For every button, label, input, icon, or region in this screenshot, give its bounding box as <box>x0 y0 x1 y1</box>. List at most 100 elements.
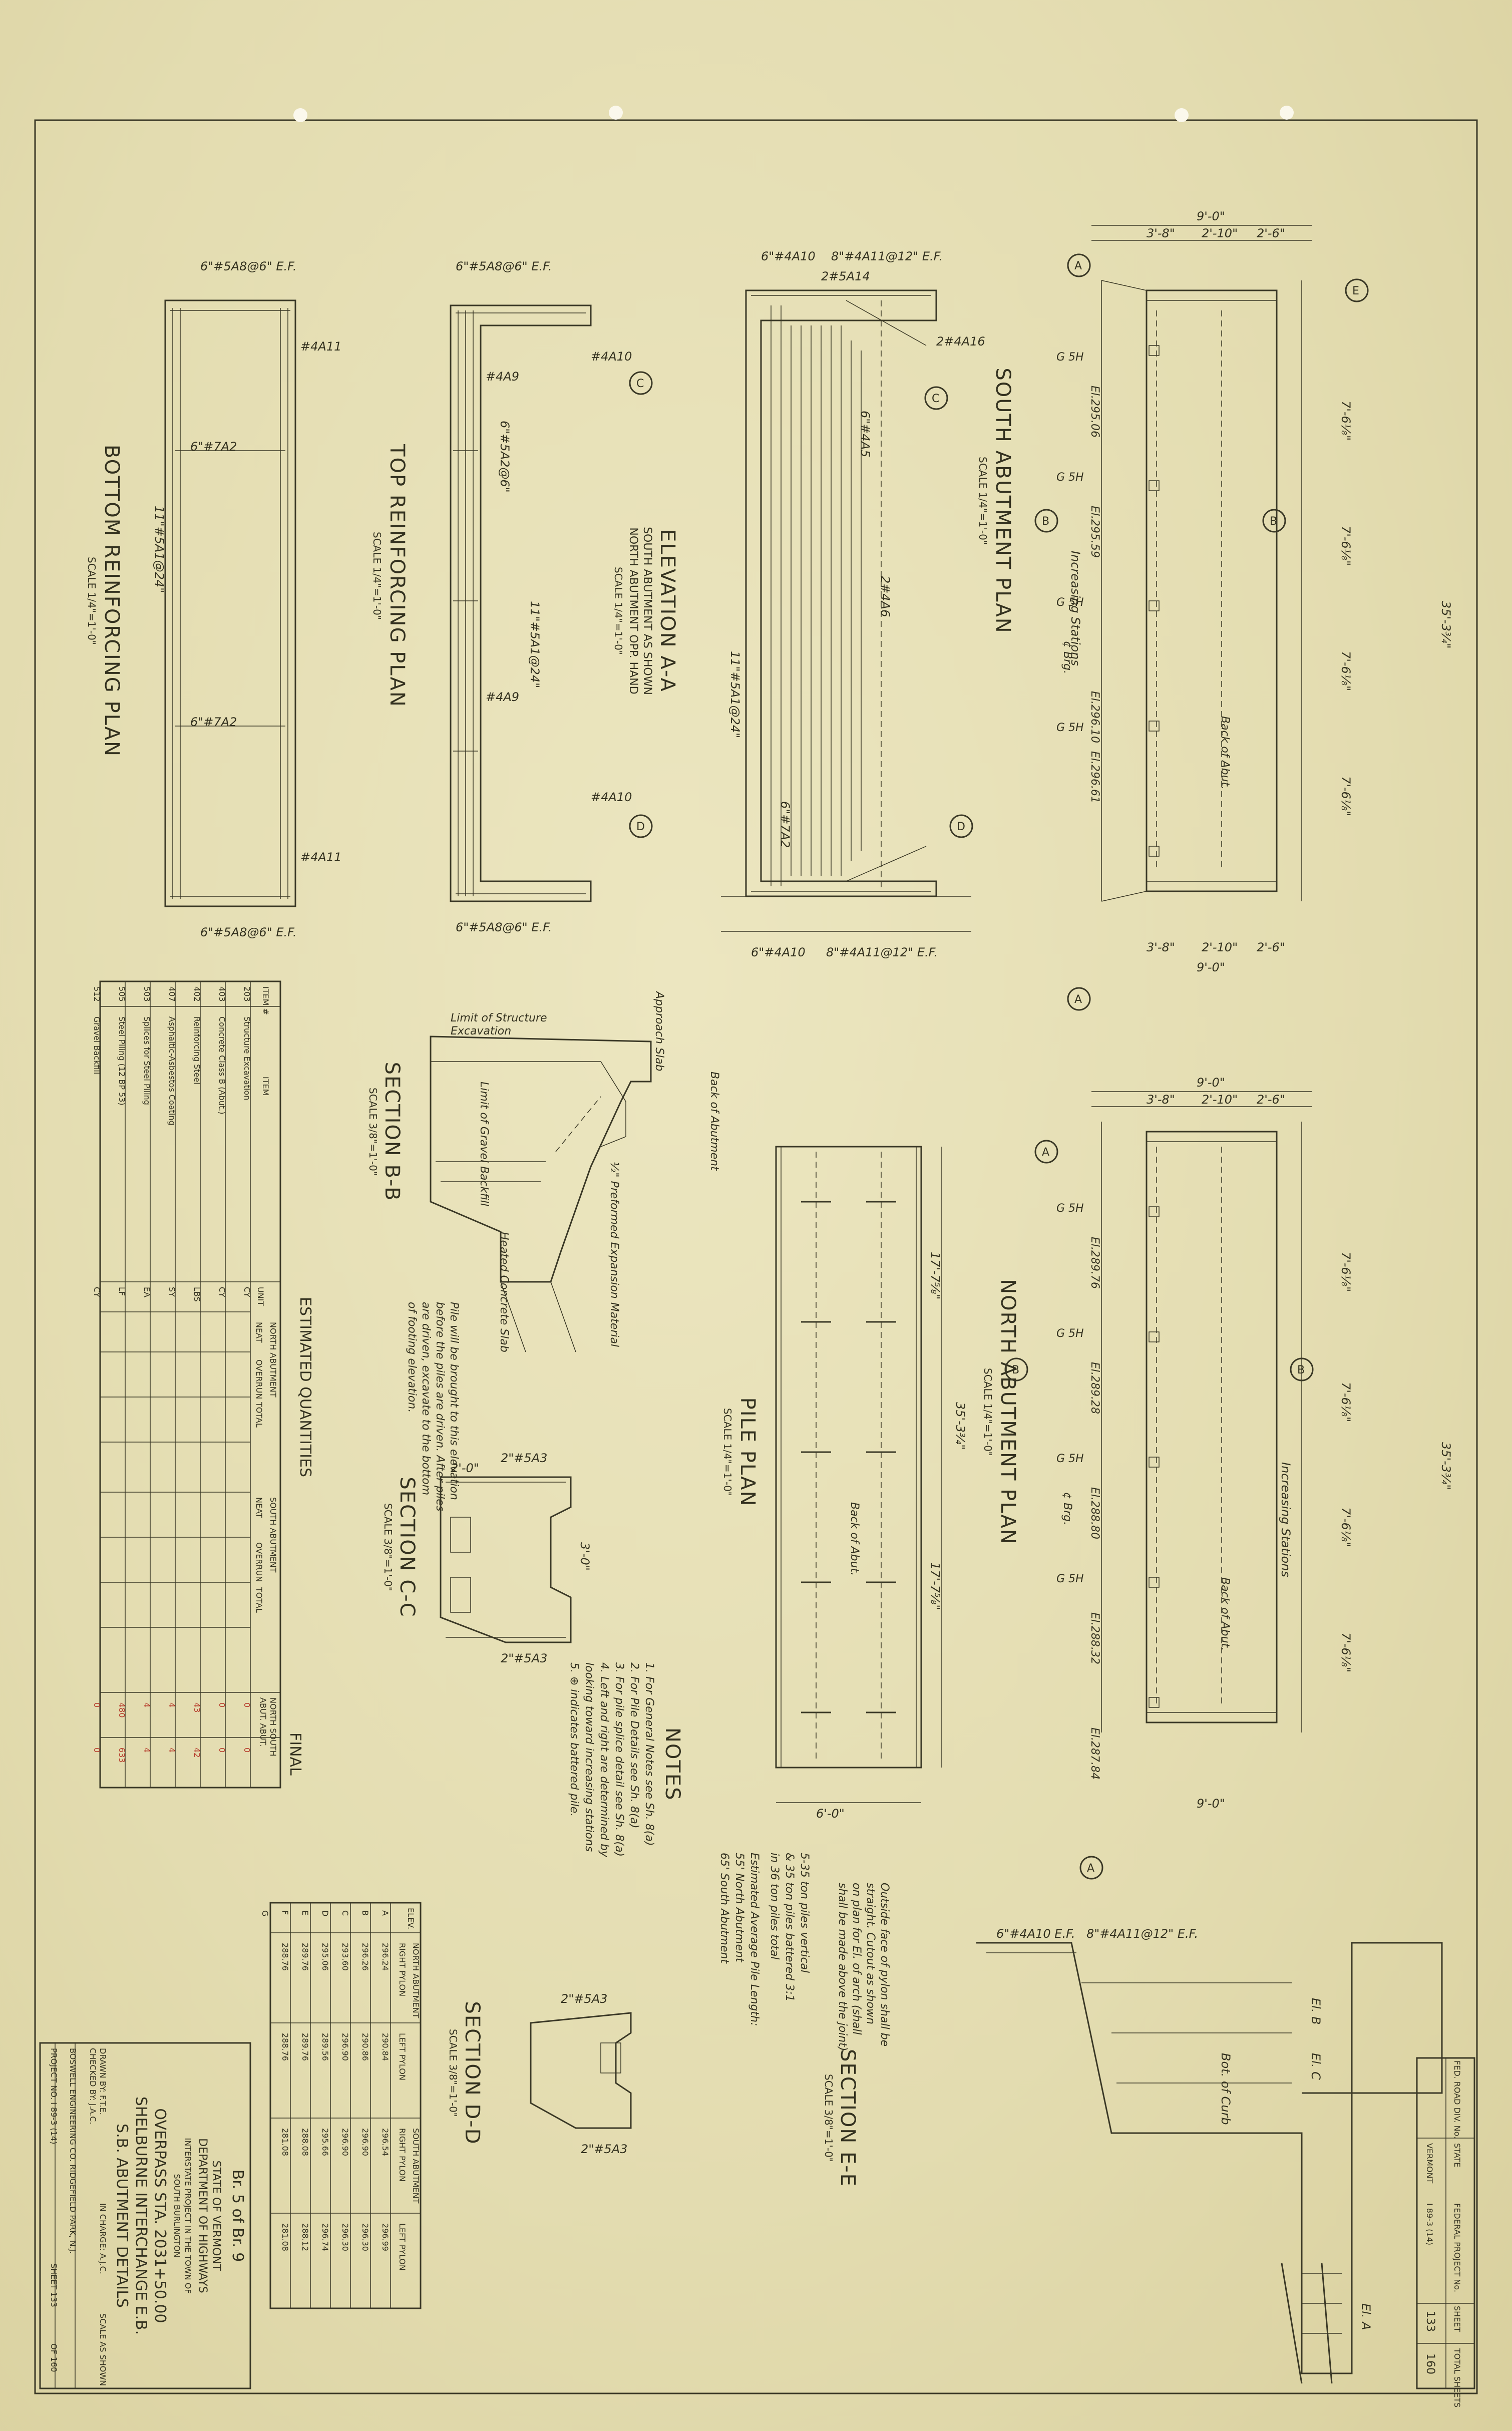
title-of: OF 160 <box>49 2343 59 2372</box>
dim-north-width-b: 9'-0" <box>1197 1797 1225 1811</box>
elev-value: 296.24 <box>381 1943 390 1971</box>
gsh-label: G 5H <box>1056 722 1084 734</box>
dim-south-26: 2'-6" <box>1257 226 1285 240</box>
quantities-final-south: 0 <box>92 1748 102 1753</box>
title-drawn: DRAWN BY: F.T.E. <box>98 2048 108 2115</box>
section-ee-label: Bot. of Curb <box>1219 2053 1233 2125</box>
note-line: 1. For General Notes see Sh. 8(a) <box>643 1662 655 1846</box>
rebar-label: 6"#5A8@6" E.F. <box>456 259 552 273</box>
section-bb-note: ½" Preformed Expansion Material <box>608 1162 620 1347</box>
section-ee-note: on plan for El. of arch (shall <box>850 1883 863 2035</box>
quantities-col-header: ITEM <box>261 1077 270 1096</box>
elev-row-key: E <box>300 1910 310 1915</box>
sheet-id-total: 160 <box>1424 2353 1436 2374</box>
quantities-col-header: ITEM # <box>261 986 270 1015</box>
section-marker-a: A <box>1074 260 1082 272</box>
dim-north-length: 35'-3¾" <box>1439 1442 1453 1490</box>
section-dd-scale: SCALE 3/8"=1'-0" <box>447 2029 459 2117</box>
section-bb-note: Pile will be brought to this elevation <box>448 1302 460 1500</box>
section-ee-label: El. C <box>1309 2053 1323 2080</box>
title-checked: CHECKED BY: J.A.C. <box>88 2048 98 2125</box>
rebar-label: #4A9 <box>486 370 519 384</box>
section-marker-b: B <box>1012 1364 1019 1376</box>
quantities-final-north: 480 <box>117 1702 127 1718</box>
elev-col-header: NORTH ABUTMENT <box>411 1943 421 2018</box>
title-block: Br. 5 of Br. 9 STATE OF VERMONT DEPARTME… <box>39 2042 251 2389</box>
title-state: STATE OF VERMONT <box>210 2161 222 2271</box>
quantities-final-north: 0 <box>92 1702 102 1707</box>
section-ee-title: SECTION E-E <box>836 2049 859 2187</box>
elev-col-header: SOUTH ABUTMENT <box>411 2128 421 2204</box>
section-bb: Limit of Structure Excavation Approach S… <box>367 990 720 1511</box>
rebar-label: 6"#4A5 <box>858 411 872 457</box>
section-dd-label: 2"#5A3 <box>561 1992 607 2006</box>
pile-note: 65' South Abutment <box>718 1853 730 1964</box>
quantities-col-header: OVERRUN <box>254 1542 264 1582</box>
section-ee-label: 8"#4A11@12" E.F. <box>1086 1927 1198 1941</box>
elevation-label: El.295.59 <box>1088 506 1101 558</box>
section-bb-note: Approach Slab <box>653 990 665 1072</box>
sheet-border <box>34 119 1478 2394</box>
rebar-label: #4A9 <box>486 690 519 704</box>
section-ee-note: shall be made above the joint) <box>836 1883 849 2051</box>
section-cc-title: SECTION C-C <box>396 1477 419 1617</box>
note-line: looking toward increasing stations <box>583 1662 595 1852</box>
elev-value: 296.90 <box>360 2128 370 2156</box>
dim-north-seg3: 7'-6⅛" <box>1339 1507 1353 1547</box>
quantities-item-name: Gravel Backfill <box>92 1016 102 1074</box>
rebar-label: 11"#5A1@24" <box>728 651 742 738</box>
dim-south-length: 35'-3¾" <box>1439 601 1453 648</box>
sheet-id-header: FEDERAL PROJECT No. <box>1452 2203 1462 2292</box>
centerline-brg-label: ¢ Brg. <box>1061 1492 1073 1525</box>
section-cc-label: 2"#5A3 <box>501 1451 547 1465</box>
dim-pile-a: 17'-7⅝" <box>928 1252 942 1299</box>
title-project: PROJECT NO. I 89-3 (14) <box>49 2048 59 2144</box>
gsh-label: G 5H <box>1056 1202 1084 1215</box>
quantities-unit: LBS <box>192 1287 202 1302</box>
rebar-label: 8"#4A11@12" E.F. <box>831 249 943 263</box>
section-bb-note: Excavation <box>451 1025 511 1037</box>
note-line: 5. ⊕ indicates battered pile. <box>568 1662 580 1817</box>
dim-north-210: 2'-10" <box>1202 1093 1238 1107</box>
quantities-item-no: 403 <box>217 986 227 1002</box>
quantities-final-south: 633 <box>117 1748 127 1763</box>
rebar-label: 6"#5A8@6" E.F. <box>200 259 296 273</box>
quantities-final-north: 4 <box>167 1702 177 1707</box>
dim-south-seg1: 7'-6⅛" <box>1339 401 1353 441</box>
north-abutment-plan-title: NORTH ABUTMENT PLAN <box>996 1279 1019 1545</box>
south-abutment-plan-scale: SCALE 1/4"=1'-0" <box>977 457 989 545</box>
rebar-label: #4A11 <box>300 850 341 864</box>
quantities-unit: LF <box>117 1287 127 1296</box>
quantities-col-header: NORTH SOUTH <box>268 1697 278 1757</box>
pile-plan: 6'-0" 35'-3¾" 17'-7⅝" 17'-7⅝" Back of Ab… <box>718 1146 967 2026</box>
rebar-label: 2#4A6 <box>878 576 892 617</box>
section-cc-label: 3'-0" <box>578 1542 592 1571</box>
rebar-label: 6"#7A2 <box>778 801 792 848</box>
pile-note: & 35 ton piles battered 3:1 <box>783 1853 796 2002</box>
section-ee-label: 6"#4A10 E.F. <box>996 1927 1075 1941</box>
pile-note: 5-35 ton piles vertical <box>798 1853 811 1973</box>
dim-pile-width: 6'-0" <box>816 1807 845 1821</box>
title-engineer: BOSWELL ENGINEERING CO. RIDGEFIELD PARK,… <box>68 2048 78 2254</box>
section-dd: 2"#5A3 2"#5A3 SECTION D-D SCALE 3/8"=1'-… <box>447 1992 632 2156</box>
quantities-item-no: 407 <box>167 986 177 1002</box>
rebar-label: #4A11 <box>300 339 341 354</box>
elev-value: 295.06 <box>320 1943 330 1971</box>
rebar-label: 6"#4A10 <box>751 945 806 959</box>
section-marker-e: E <box>1352 285 1359 297</box>
section-ee-note: straight. Cutout as shown <box>864 1883 877 2024</box>
dim-north-38: 3'-8" <box>1147 1093 1175 1107</box>
rebar-label: #4A10 <box>591 350 632 364</box>
elev-value: 296.30 <box>340 2223 350 2251</box>
general-notes: NOTES 1. For General Notes see Sh. 8(a) … <box>568 1662 684 1858</box>
rebar-label: 6"#5A8@6" E.F. <box>200 925 296 939</box>
note-line: 2. For Pile Details see Sh. 8(a) <box>628 1662 640 1828</box>
pile-note: 55' North Abutment <box>733 1853 745 1963</box>
centerline-brg-label: ¢ Brg. <box>1061 641 1073 674</box>
quantities-item-no: 402 <box>192 986 202 1002</box>
section-ee-label: El. B <box>1309 1998 1323 2025</box>
rebar-label: 2#4A16 <box>936 334 985 349</box>
dim-south-seg3: 7'-6⅛" <box>1339 651 1353 691</box>
quantities-col-header: SOUTH ABUTMENT <box>268 1497 278 1573</box>
